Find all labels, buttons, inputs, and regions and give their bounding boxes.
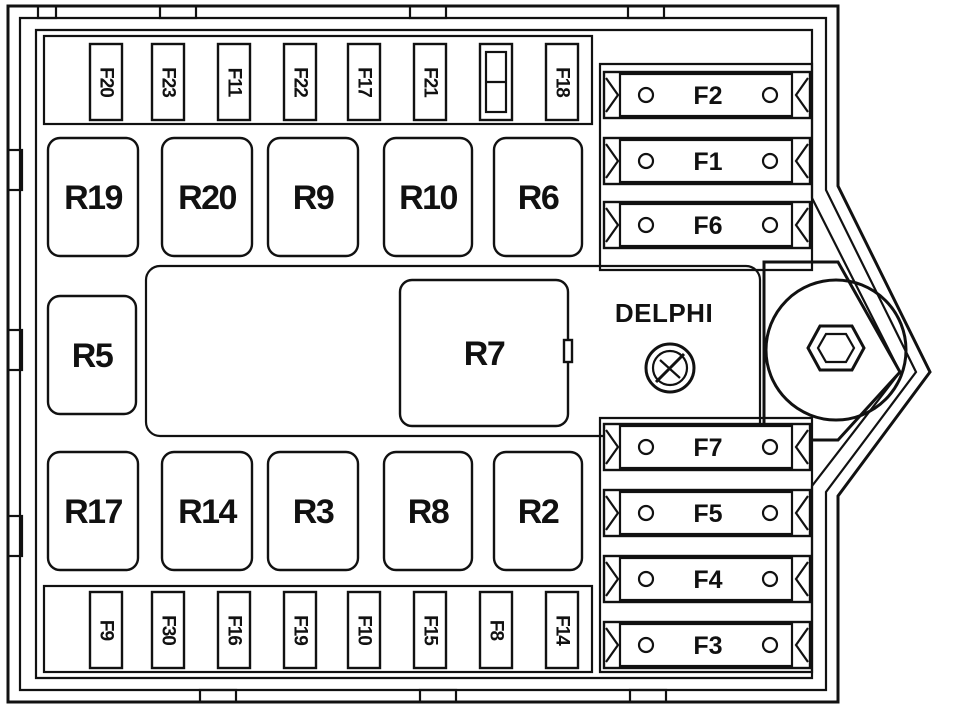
relay-r20: R20 (160, 136, 254, 258)
relay-label: R2 (518, 493, 559, 531)
housing-inner-2 (34, 28, 902, 680)
relay-r6: R6 (492, 136, 584, 258)
relay-r14: R14 (160, 450, 254, 572)
terminal-lug (762, 260, 908, 442)
housing-outer (6, 4, 932, 704)
mini-fuse-f9: F9 (88, 590, 124, 670)
maxi-fuse-label: F4 (693, 566, 722, 594)
relay-label: R3 (293, 493, 334, 531)
maxi-fuse-label: F1 (693, 148, 722, 176)
mini-fuse-f20: F20 (88, 42, 124, 122)
relay-label: R14 (178, 493, 237, 531)
mini-fuse-f17: F17 (346, 42, 382, 122)
maxi-bay-upper (598, 62, 814, 272)
mini-fuse-label: F21 (420, 67, 441, 98)
relay-r5: R5 (46, 294, 138, 416)
mini-fuse-f22: F22 (282, 42, 318, 122)
relay-label: R20 (178, 179, 236, 217)
mini-fuse-label: F30 (158, 615, 179, 645)
relay-r19: R19 (46, 136, 140, 258)
relay-r8: R8 (382, 450, 474, 572)
relay-label: R19 (64, 179, 122, 217)
maxi-fuse-label: F3 (693, 632, 722, 660)
mini-fuse-f16: F16 (216, 590, 252, 670)
mini-fuse-empty-slot (478, 42, 514, 122)
relay-r2: R2 (492, 450, 584, 572)
mini-fuse-f23: F23 (150, 42, 186, 122)
mini-fuse-label: F8 (486, 620, 507, 641)
mini-fuse-f19: F19 (282, 590, 318, 670)
mini-fuse-label: F16 (224, 615, 245, 645)
mini-fuse-label: F20 (96, 67, 117, 97)
center-housing (144, 264, 762, 438)
mini-fuse-label: F17 (354, 67, 375, 97)
mini-fuse-f11: F11 (216, 42, 252, 122)
left-clips (6, 148, 24, 558)
relay-label: R10 (399, 179, 457, 217)
bottom-fuse-strip (42, 584, 594, 674)
top-fuse-strip (42, 34, 594, 126)
mini-fuse-label: F19 (290, 615, 311, 645)
mini-fuse-label: F23 (158, 67, 179, 97)
relay-label: R7 (464, 335, 505, 373)
top-tabs (36, 4, 666, 20)
mini-fuse-f30: F30 (150, 590, 186, 670)
relay-r10: R10 (382, 136, 474, 258)
relay-label: R8 (408, 493, 449, 531)
relay-r17: R17 (46, 450, 140, 572)
housing-inner (18, 16, 918, 692)
mini-fuse-f10: F10 (346, 590, 382, 670)
mini-fuse-label: F18 (552, 67, 573, 97)
maxi-fuse-label: F2 (693, 82, 722, 110)
brand-label: DELPHI (615, 298, 713, 328)
maxi-fuse-f5: F5 (602, 488, 812, 538)
maxi-fuse-f7: F7 (602, 422, 812, 472)
relay-label: R9 (293, 179, 334, 217)
mini-fuse-label: F14 (552, 615, 573, 646)
mini-fuse-f21: F21 (412, 42, 448, 122)
mini-fuse-label: F22 (290, 67, 311, 97)
relay-r3: R3 (266, 450, 360, 572)
relay-r7: R7 (398, 278, 570, 428)
mini-fuse-f18: F18 (544, 42, 580, 122)
mini-fuse-label: F11 (224, 68, 245, 98)
maxi-fuse-label: F6 (693, 212, 722, 240)
maxi-fuse-f4: F4 (602, 554, 812, 604)
relay-label: R5 (72, 337, 113, 375)
mini-fuse-label: F10 (354, 615, 375, 645)
maxi-bay-lower (598, 416, 814, 674)
maxi-fuse-f1: F1 (602, 136, 812, 186)
relay-r9: R9 (266, 136, 360, 258)
maxi-fuse-f3: F3 (602, 620, 812, 670)
maxi-fuse-label: F5 (693, 500, 722, 528)
maxi-fuse-f6: F6 (602, 200, 812, 250)
mini-fuse-label: F9 (96, 620, 117, 641)
relay-label: R6 (518, 179, 559, 217)
maxi-fuse-label: F7 (693, 434, 722, 462)
maxi-fuse-f2: F2 (602, 70, 812, 120)
stud-bolt (644, 342, 696, 394)
mini-fuse-label: F15 (420, 615, 441, 646)
mini-fuse-f14: F14 (544, 590, 580, 670)
mini-fuse-f15: F15 (412, 590, 448, 670)
bottom-tabs (198, 688, 668, 704)
relay-label: R17 (64, 493, 122, 531)
mini-fuse-f8: F8 (478, 590, 514, 670)
